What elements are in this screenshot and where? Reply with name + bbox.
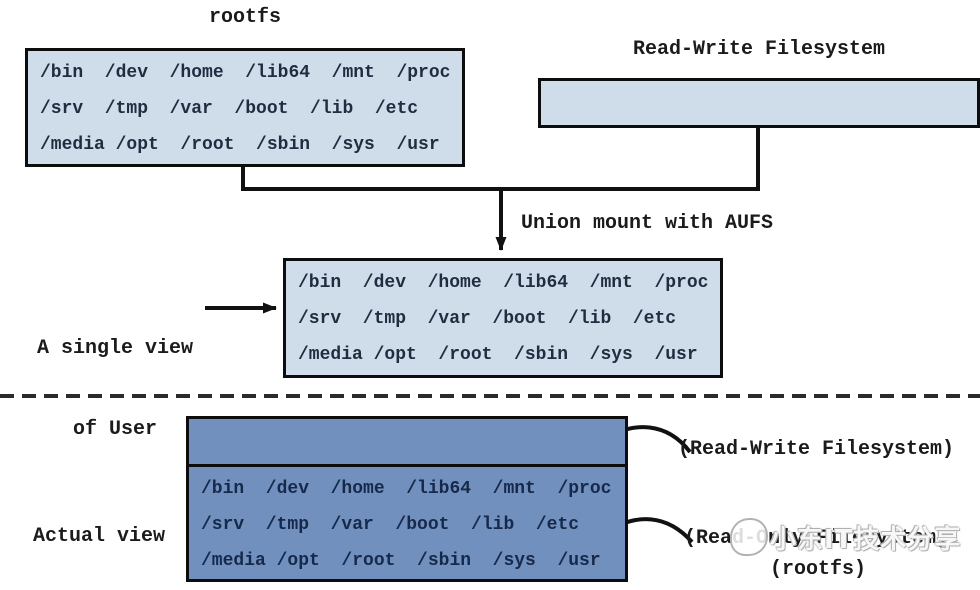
kernel-row-1: /bin /dev /home /lib64 /mnt /proc: [201, 479, 612, 499]
kernel-view-box: /bin /dev /home /lib64 /mnt /proc /srv /…: [186, 416, 628, 582]
user-view-label-line1: A single view: [36, 337, 194, 360]
union-mount-box: /bin /dev /home /lib64 /mnt /proc /srv /…: [283, 258, 723, 378]
user-view-label: A single view of User: [20, 281, 210, 497]
union-mount-box-rows: /bin /dev /home /lib64 /mnt /proc /srv /…: [286, 261, 720, 373]
union-row-2: /srv /tmp /var /boot /lib /etc: [298, 309, 677, 329]
kernel-rw-layer: [189, 419, 625, 467]
rw-layer-caption: (Read-Write Filesystem): [678, 438, 955, 461]
read-write-filesystem-box: [538, 78, 980, 128]
user-view-label-line2: of User: [72, 418, 157, 441]
union-row-1: /bin /dev /home /lib64 /mnt /proc: [298, 273, 709, 293]
kernel-view-label-line1: Actual view: [32, 525, 166, 548]
union-mount-label: Union mount with AUFS: [521, 212, 774, 235]
rootfs-row-1: /bin /dev /home /lib64 /mnt /proc: [40, 63, 451, 83]
union-row-3: /media /opt /root /sbin /sys /usr: [298, 345, 698, 365]
rootfs-row-3: /media /opt /root /sbin /sys /usr: [40, 135, 440, 155]
rootfs-box: /bin /dev /home /lib64 /mnt /proc /srv /…: [25, 48, 465, 167]
rootfs-row-2: /srv /tmp /var /boot /lib /etc: [40, 99, 419, 119]
rootfs-box-rows: /bin /dev /home /lib64 /mnt /proc /srv /…: [28, 51, 462, 163]
kernel-view-label: Actual view of kernel: [14, 469, 184, 590]
kernel-row-2: /srv /tmp /var /boot /lib /etc: [201, 515, 580, 535]
ro-layer-caption-sub: (rootfs): [770, 558, 867, 581]
kernel-row-3: /media /opt /root /sbin /sys /usr: [201, 551, 601, 571]
separator-dashed-line: [0, 394, 980, 398]
rootfs-title: rootfs: [208, 6, 281, 29]
ro-layer-caption: (Read-Only Filesystem): [684, 527, 949, 550]
read-write-filesystem-title: Read-Write Filesystem: [632, 38, 886, 61]
kernel-ro-layer: /bin /dev /home /lib64 /mnt /proc /srv /…: [189, 467, 625, 579]
